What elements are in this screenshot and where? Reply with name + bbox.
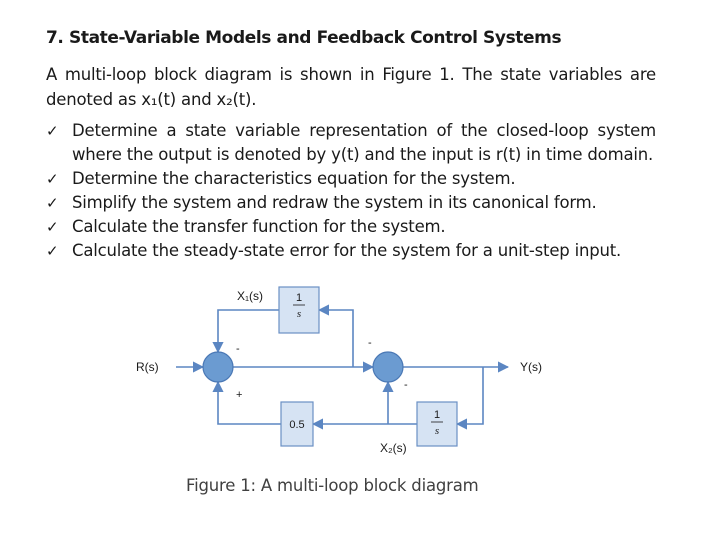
junction2-bottom-sign: - bbox=[404, 379, 408, 391]
top-loop-line-right bbox=[317, 304, 354, 367]
gain-value: 0.5 bbox=[289, 419, 304, 431]
check-icon: ✓ bbox=[46, 218, 59, 236]
task-text: Determine the characteristics equation f… bbox=[72, 169, 516, 188]
junction2-top-sign: - bbox=[368, 337, 372, 349]
intro-paragraph: A multi-loop block diagram is shown in F… bbox=[46, 65, 656, 109]
task-item: ✓ Determine a state variable representati… bbox=[46, 119, 656, 167]
task-item: ✓ Calculate the steady-state error for th… bbox=[46, 239, 656, 263]
summing-junction-2 bbox=[372, 351, 404, 383]
check-icon: ✓ bbox=[46, 194, 59, 212]
section-heading: 7. State-Variable Models and Feedback Co… bbox=[46, 28, 562, 48]
x1-label: X₁(s) bbox=[237, 289, 263, 303]
figure-caption: Figure 1: A multi-loop block diagram bbox=[186, 476, 479, 495]
check-icon: ✓ bbox=[46, 242, 59, 260]
integrator-block-1 bbox=[278, 286, 320, 334]
integrator-1-denominator: s bbox=[297, 308, 301, 320]
integrator-2-denominator: s bbox=[435, 425, 439, 437]
task-item: ✓ Determine the characteristics equation … bbox=[46, 167, 656, 191]
x2-label: X₂(s) bbox=[380, 441, 407, 455]
task-text: Calculate the transfer function for the … bbox=[72, 217, 446, 236]
gain-to-junction1-line bbox=[212, 380, 281, 425]
junction1-top-sign: - bbox=[236, 343, 240, 355]
summing-junction-1 bbox=[202, 351, 234, 383]
bottom-loop-line-right bbox=[455, 367, 484, 430]
gain-block bbox=[280, 401, 314, 447]
integrator-block-2 bbox=[416, 401, 458, 447]
task-text: Simplify the system and redraw the syste… bbox=[72, 193, 597, 212]
input-label: R(s) bbox=[136, 360, 159, 374]
task-item: ✓ Simplify the system and redraw the syst… bbox=[46, 191, 656, 215]
output-label: Y(s) bbox=[520, 360, 542, 374]
top-loop-line-left bbox=[212, 309, 279, 354]
task-item: ✓ Calculate the transfer function for the… bbox=[46, 215, 656, 239]
block-diagram: 1 s 0.5 1 s R(s) Y(s) X₁(s) X₂(s) - + - … bbox=[136, 286, 542, 455]
task-text: Determine a state variable representatio… bbox=[72, 121, 656, 164]
check-icon: ✓ bbox=[46, 122, 59, 140]
task-text: Calculate the steady-state error for the… bbox=[72, 241, 622, 260]
integrator-2-numerator: 1 bbox=[434, 409, 440, 421]
integrator-1-numerator: 1 bbox=[296, 292, 302, 304]
check-icon: ✓ bbox=[46, 170, 59, 188]
junction1-bottom-sign: + bbox=[236, 389, 242, 401]
task-list: ✓ Determine a state variable representati… bbox=[46, 119, 656, 263]
